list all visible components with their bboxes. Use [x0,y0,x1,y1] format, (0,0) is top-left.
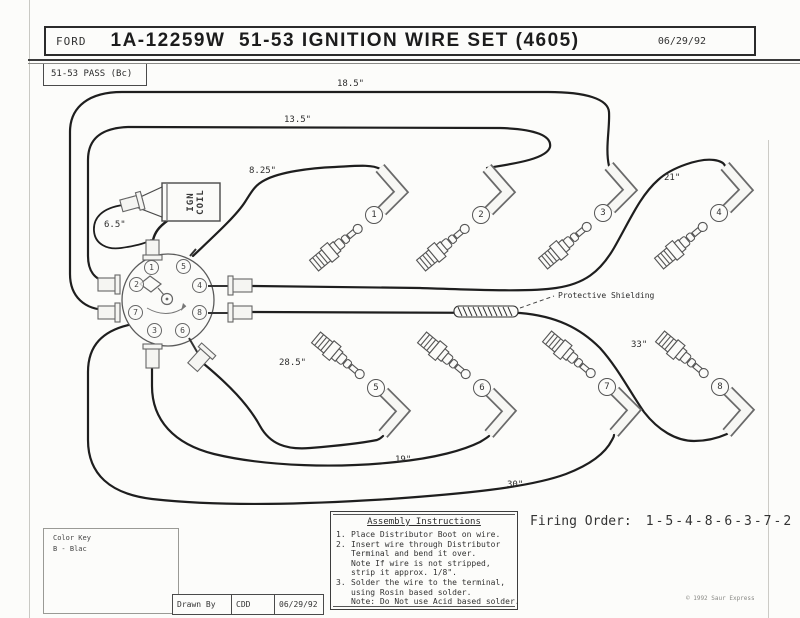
title-date: 06/29/92 [657,35,706,47]
wire-length-8-25: 8.25" [249,166,277,176]
ignition-wires [68,90,729,506]
plug-number-7: 7 [598,378,616,396]
distributor-terminal-6: 6 [175,323,190,338]
distributor-terminal-7: 7 [128,305,143,320]
assembly-instructions-title: Assembly Instructions [367,517,481,527]
distributor-terminal-1: 1 [144,260,159,275]
wire-length-18-5: 18.5" [337,79,365,89]
plug-boots [375,162,756,438]
copyright-note: © 1992 Saur Express [686,595,755,602]
page-edge-line [768,140,769,618]
protective-shielding [453,295,555,318]
distributor-terminal-4: 4 [192,278,207,293]
distributor-cap [121,248,232,358]
plug-number-8: 8 [711,378,729,396]
drawn-by-date: 06/29/92 [274,595,323,614]
drawn-by-box: Drawn By CDD 06/29/92 [172,594,324,615]
spark-plug-2 [415,223,470,272]
wire-length-19: 19" [395,455,412,465]
ignition-coil [135,182,221,222]
center-terminal [160,292,174,306]
title-block: FORD 1A-12259W 51-53 IGNITION WIRE SET (… [44,26,756,56]
protective-shielding-label: Protective Shielding [558,291,655,300]
spark-plug-5 [310,331,365,380]
color-key-entry: B - Blac [53,545,87,553]
firing-order: Firing Order: 1-5-4-8-6-3-7-2 [530,514,793,529]
distributor-terminal-2: 2 [129,277,144,292]
spark-plug-6 [416,331,471,380]
distributor-terminal-8: 8 [192,305,207,320]
spark-plug-3 [537,221,592,270]
plug-number-2: 2 [472,206,490,224]
spark-plug-1 [308,223,363,272]
distributor-terminal-5: 5 [176,259,191,274]
header-divider [28,63,800,64]
plug-number-1: 1 [365,206,383,224]
color-key-box: Color Key B - Blac [43,528,179,614]
distributor-boots [97,190,253,373]
drawn-by-initials: CDD [231,595,274,614]
drawn-by-label: Drawn By [177,600,216,609]
distributor-terminal-3: 3 [147,323,162,338]
firing-order-value: 1-5-4-8-6-3-7-2 [645,514,794,529]
wire-length-6-5: 6.5" [104,220,126,230]
wire-length-33: 33" [631,340,648,350]
plug-number-3: 3 [594,204,612,222]
wire-length-30: 30" [507,480,524,490]
wire-length-28-5: 28.5" [279,358,307,368]
spark-plugs [308,221,709,380]
plug-number-6: 6 [473,379,491,397]
assembly-instructions-box: Assembly Instructions 1.Place Distributo… [330,511,520,610]
spark-plug-4 [653,221,708,270]
wire-length-13-5: 13.5" [284,115,312,125]
model-badge: 51-53 PASS (Bc) [43,64,147,86]
wire-length-21: 21" [664,173,681,183]
plug-number-5: 5 [367,379,385,397]
shielding-leader-line [519,295,555,309]
spark-plug-8 [654,330,709,379]
header-divider [28,59,800,61]
firing-order-label: Firing Order: [530,514,632,529]
color-key-title: Color Key [53,534,91,542]
spark-plug-7 [541,330,596,379]
plug-number-4: 4 [710,204,728,222]
brand-logo: FORD [56,34,87,48]
page-title: 1A-12259W 51-53 IGNITION WIRE SET (4605) [110,30,580,51]
page-edge-line [29,0,30,618]
